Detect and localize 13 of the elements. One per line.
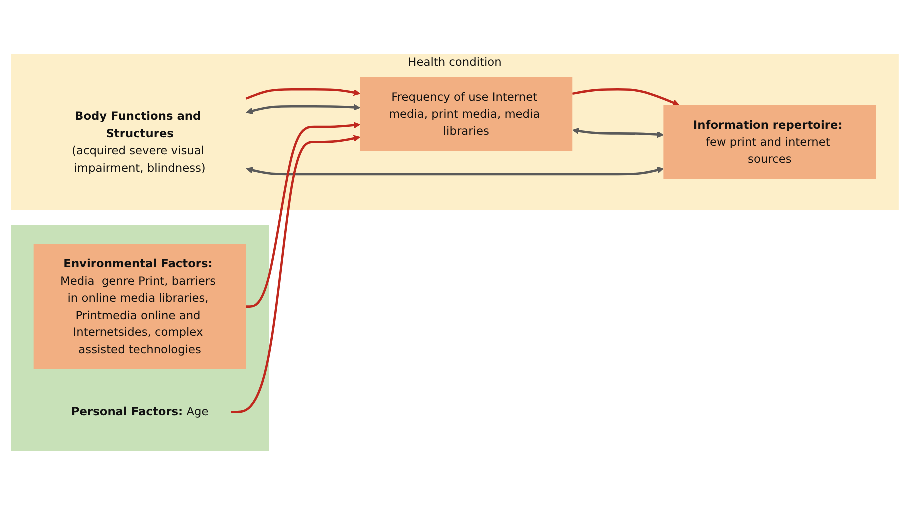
node-box: Environmental Factors: Media genre Print, barriers in online media libraries, Printmedia online and Internetsides, complex assisted technologies: [34, 244, 246, 370]
node-box: Information repertoire: few print and internet sources: [664, 105, 876, 180]
arrow: [572, 128, 664, 138]
cluster: [11, 225, 270, 451]
arrow: [246, 104, 360, 114]
arrow: [246, 88, 360, 100]
arrow: [572, 88, 680, 106]
arrow: [232, 135, 360, 414]
node-text: Personal Factors: Age: [71, 405, 209, 419]
node-box: Frequency of use Internet media, print media, media libraries: [360, 77, 573, 152]
node-text: Body Functions and Structures (acquired severe visual impairment, blindness): [72, 110, 206, 174]
arrow: [246, 122, 360, 308]
arrow: [246, 167, 664, 176]
